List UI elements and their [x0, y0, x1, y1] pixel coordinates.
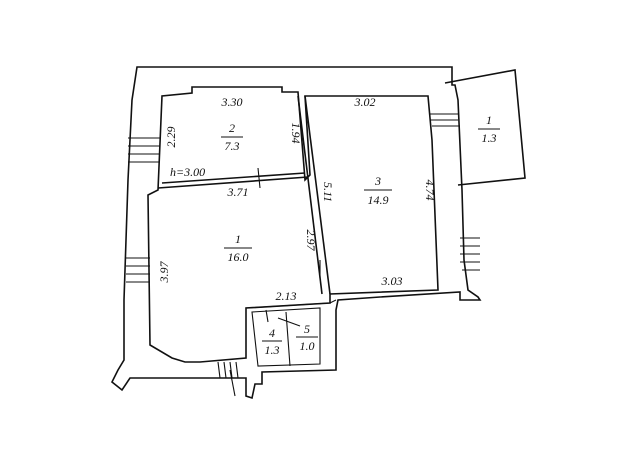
room-2-number: 2 — [229, 121, 235, 135]
room-3-label: 3 14.9 — [364, 174, 392, 207]
room-2-area: 7.3 — [225, 139, 240, 153]
dimension-ticks — [229, 167, 321, 397]
dim-room2-right: 1.94 — [289, 123, 303, 144]
dim-ceiling-height: h=3.00 — [170, 165, 205, 179]
balcony-area: 1.3 — [482, 131, 497, 145]
room-1-number: 1 — [235, 232, 241, 246]
room-2-label: 2 7.3 — [221, 121, 243, 153]
dim-room2-left: 2.29 — [164, 127, 178, 148]
dim-room1-left: 3.97 — [157, 261, 171, 284]
room-5-label: 5 1.0 — [296, 322, 318, 353]
room-3-number: 3 — [374, 174, 381, 188]
dim-room3-top: 3.02 — [354, 95, 376, 109]
windows — [126, 137, 480, 379]
room-3-area: 14.9 — [368, 193, 389, 207]
dimension-labels: 3.30 2.29 1.94 h=3.00 3.71 3.97 2.97 2.1… — [157, 95, 437, 303]
dim-room3-bottom: 3.03 — [381, 274, 403, 288]
room-1-area: 16.0 — [228, 250, 249, 264]
balcony — [430, 69, 526, 186]
balcony-label: 1 1.3 — [478, 113, 500, 145]
dim-room1-right: 2.97 — [304, 230, 318, 252]
dim-room3-left: 5.11 — [321, 182, 335, 202]
dim-room1-top: 3.71 — [227, 185, 249, 199]
room-1-label: 1 16.0 — [224, 232, 252, 264]
dim-room3-right: 4.74 — [423, 180, 437, 201]
outer-walls — [110, 66, 482, 400]
dim-room2-top: 3.30 — [221, 95, 243, 109]
dim-room1-bottom: 2.13 — [276, 289, 297, 303]
room-5-number: 5 — [304, 322, 310, 336]
room-4-area: 1.3 — [265, 343, 280, 357]
room-4-number: 4 — [269, 326, 275, 340]
room-4-label: 4 1.3 — [262, 326, 282, 357]
room-5-area: 1.0 — [300, 339, 315, 353]
balcony-number: 1 — [486, 113, 492, 127]
